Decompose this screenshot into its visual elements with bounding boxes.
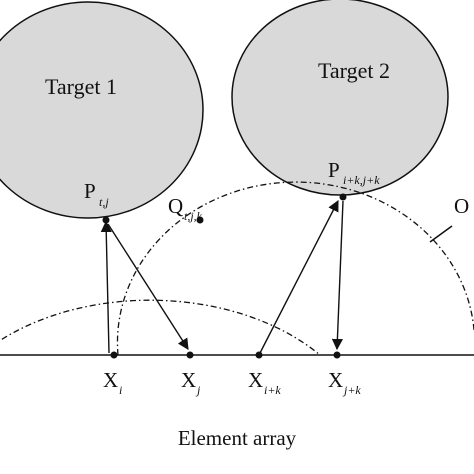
label-q-main: Q — [168, 194, 183, 218]
target-2-ellipse — [231, 0, 449, 196]
label-p1-sub: t,j — [99, 195, 109, 209]
point-xik — [255, 351, 263, 359]
arrow-xi-to-p1 — [100, 220, 112, 354]
label-xj-sub: j — [195, 383, 201, 397]
label-p2-main: P — [328, 158, 340, 182]
left-arc — [0, 299, 321, 356]
label-xj-main: X — [181, 368, 196, 392]
label-xjk-main: X — [328, 368, 343, 392]
o-leader-line — [429, 225, 453, 243]
label-o-main: O — [454, 194, 469, 218]
label-xjk-sub: j+k — [342, 383, 361, 397]
label-xi-main: X — [103, 368, 118, 392]
point-p1 — [102, 216, 110, 224]
label-q-sub: t,j,k — [184, 209, 203, 223]
target-1-ellipse — [0, 1, 204, 219]
point-xj — [186, 351, 194, 359]
point-q — [196, 216, 204, 224]
label-xi-sub: i — [119, 383, 122, 397]
label-p2-sub: i+k,j+k — [343, 173, 380, 187]
caption: Element array — [178, 426, 297, 450]
arrow-p2-to-xjk — [331, 200, 344, 351]
arrow-xik-to-p2 — [259, 200, 339, 354]
label-xik-main: X — [248, 368, 263, 392]
arrow-p1-to-xj — [107, 223, 189, 350]
point-p2 — [339, 193, 347, 201]
label-xik-sub: i+k — [264, 383, 281, 397]
target-1-label: Target 1 — [45, 74, 117, 99]
right-arc — [116, 181, 474, 356]
point-xi — [110, 351, 118, 359]
target-2-label: Target 2 — [318, 58, 390, 83]
point-xjk — [333, 351, 341, 359]
label-p1-main: P — [84, 179, 96, 203]
